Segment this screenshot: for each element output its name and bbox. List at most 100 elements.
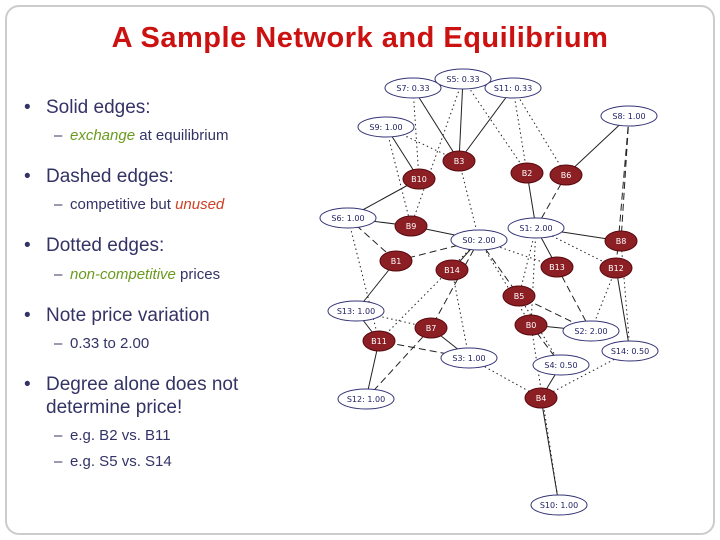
graph-node-B13: [540, 256, 574, 278]
graph-node-B9: [394, 215, 428, 237]
graph-node-label-S8: S8: 1.00: [612, 112, 645, 121]
graph-node-label-B14: B14: [444, 266, 460, 275]
graph-node-label-S3: S3: 1.00: [452, 354, 485, 363]
sub-bullet-item: –competitive but unused: [54, 196, 320, 214]
graph-edge-S5-B2: [462, 78, 528, 174]
bullet-text-segment: unused: [175, 196, 225, 214]
graph-node-label-B8: B8: [616, 237, 627, 246]
bullet-text-segment: non-competitive: [70, 265, 176, 283]
graph-node-label-S11: S11: 0.33: [494, 84, 532, 93]
graph-node-label-S7: S7: 0.33: [396, 84, 429, 93]
graph-node-B7: [414, 317, 448, 339]
bullet-marker: –: [54, 265, 63, 283]
bullet-marker: •: [24, 166, 31, 188]
graph-edge-S5-B3: [458, 78, 464, 162]
bullet-marker: –: [54, 334, 63, 352]
graph-edge-S2-B13: [556, 266, 592, 332]
graph-node-label-S2: S2: 2.00: [574, 327, 607, 336]
graph-node-label-S12: S12: 1.00: [347, 395, 385, 404]
graph-edge-S8-B6: [565, 115, 630, 176]
graph-edge-S14-B12: [615, 267, 631, 352]
sub-bullet-item: –non-competitive prices: [54, 266, 320, 284]
bullet-marker: –: [54, 427, 63, 445]
graph-edge-S0-B3: [458, 160, 480, 241]
graph-node-S10: [530, 494, 588, 516]
bullet-text: Dotted edges:: [46, 234, 164, 257]
bullet-marker: •: [24, 97, 31, 118]
bullet-text: exchange at equilibrium: [70, 127, 228, 145]
graph-node-label-S5: S5: 0.33: [446, 75, 479, 84]
bullet-text-segment: Solid edges:: [46, 97, 151, 118]
graph-node-B12: [599, 257, 633, 279]
graph-edge-S11-B3: [458, 87, 514, 162]
graph-node-S13: [327, 300, 385, 322]
graph-node-S4: [532, 354, 590, 376]
bullet-item: • Dotted edges:: [24, 234, 320, 257]
graph-node-S8: [600, 105, 658, 127]
graph-node-label-B9: B9: [406, 222, 417, 231]
graph-edge-S7-B10: [412, 87, 420, 180]
graph-node-label-S14: S14: 0.50: [611, 347, 649, 356]
bullet-item: • Note price variation: [24, 304, 320, 327]
bullet-text: Degree alone does not determine price!: [46, 373, 320, 419]
graph-node-S3: [440, 347, 498, 369]
bullet-text: Note price variation: [46, 304, 210, 327]
graph-node-label-B6: B6: [561, 171, 572, 180]
bullet-text: competitive but unused: [70, 196, 224, 214]
graph-node-S14: [601, 340, 659, 362]
bullet-text: 0.33 to 2.00: [70, 335, 149, 353]
graph-node-label-B1: B1: [391, 257, 402, 266]
bullet-text-segment: Dotted edges:: [46, 235, 165, 257]
sub-bullet-item: –e.g. B2 vs. B11: [54, 427, 320, 445]
graph-node-label-S1: S1: 2.00: [519, 224, 552, 233]
graph-node-S5: [434, 68, 492, 90]
bullet-text-segment: 0.33 to 2.00: [70, 334, 150, 352]
graph-edge-S7-B3: [412, 87, 460, 162]
graph-node-B0: [514, 314, 548, 336]
graph-node-S0: [450, 229, 508, 251]
bullet-text-segment: e.g. S5 vs. S14: [70, 453, 172, 471]
slide-title: A Sample Network and Equilibrium: [111, 22, 609, 54]
graph-node-B6: [549, 164, 583, 186]
sub-bullet-item: –0.33 to 2.00: [54, 335, 320, 353]
bullet-marker: •: [24, 304, 31, 326]
graph-edge-S10-B0: [530, 324, 560, 506]
bullet-text: Solid edges:: [46, 96, 151, 119]
graph-node-B10: [402, 168, 436, 190]
graph-node-B4: [524, 387, 558, 409]
graph-edge-S11-B2: [512, 87, 528, 174]
bullet-text-segment: competitive but: [70, 196, 176, 214]
bullet-item: •Degree alone does not determine price!: [24, 373, 320, 419]
graph-node-S2: [562, 320, 620, 342]
graph-node-label-S6: S6: 1.00: [331, 214, 364, 223]
graph-node-S9: [357, 116, 415, 138]
graph-node-B3: [442, 150, 476, 172]
graph-node-label-B4: B4: [536, 394, 547, 403]
bullet-text-segment: prices: [175, 265, 221, 283]
graph-node-label-B5: B5: [514, 292, 525, 301]
graph-edge-S0-B11: [378, 239, 480, 342]
bullet-list: •Solid edges:–exchange at equilibrium•Da…: [24, 96, 320, 471]
graph-node-B5: [502, 285, 536, 307]
graph-node-label-B10: B10: [411, 175, 427, 184]
bullet-text-segment: Note price variation: [46, 304, 210, 326]
graph-node-label-B0: B0: [526, 321, 537, 330]
graph-node-label-S0: S0: 2.00: [462, 236, 495, 245]
graph-edge-S6-B11: [347, 217, 380, 342]
bullet-text-segment: at equilibrium: [135, 127, 229, 145]
graph-node-label-B3: B3: [454, 157, 465, 166]
graph-edge-S0-B7: [430, 239, 480, 329]
graph-edge-S8-B8: [620, 115, 630, 242]
graph-node-label-B13: B13: [549, 263, 565, 272]
graph-node-B14: [435, 259, 469, 281]
graph-node-S12: [337, 388, 395, 410]
graph-node-label-B11: B11: [371, 337, 387, 346]
bullet-marker: •: [24, 235, 31, 257]
bullet-text: e.g. B2 vs. B11: [70, 427, 171, 445]
graph-node-label-S9: S9: 1.00: [369, 123, 402, 132]
graph-node-S7: [384, 77, 442, 99]
graph-node-label-S13: S13: 1.00: [337, 307, 375, 316]
graph-edge-S14-B8: [620, 240, 631, 352]
bullet-text: non-competitive prices: [70, 266, 220, 284]
bullet-text: e.g. S5 vs. S14: [70, 453, 172, 471]
